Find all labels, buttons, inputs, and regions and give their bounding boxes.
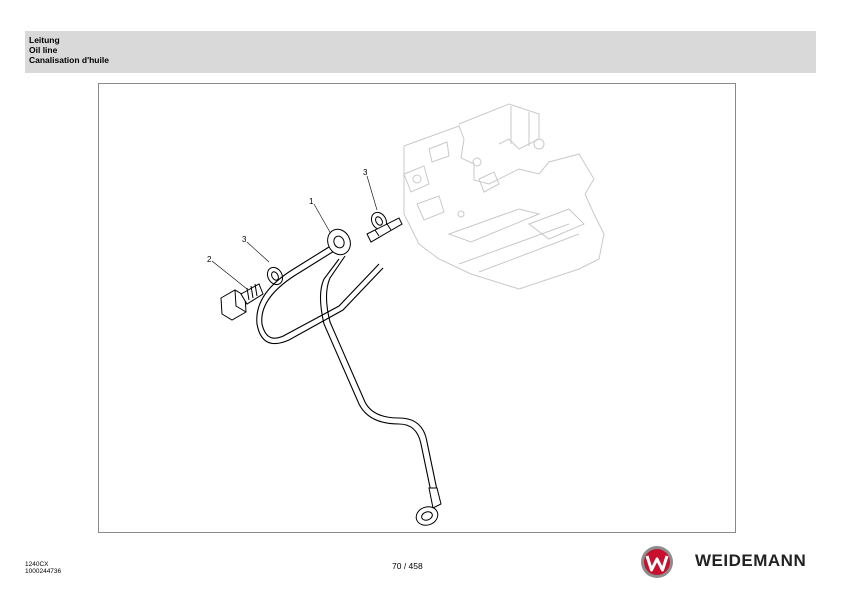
callout-3-right: 3 [363, 168, 368, 177]
banjo-bolt [220, 283, 264, 321]
document-number: 1000244736 [25, 568, 62, 575]
callout-1: 1 [309, 197, 314, 206]
banjo-fitting-top [327, 217, 403, 256]
oil-line-drawing: 1 2 3 3 [207, 103, 605, 526]
weidemann-logo-icon [640, 545, 674, 579]
parts-diagram-frame: 1 2 3 3 [98, 83, 736, 533]
title-french: Canalisation d'huile [29, 55, 109, 65]
callout-2: 2 [207, 255, 212, 264]
page-number: 70 / 458 [392, 561, 423, 571]
brand-name: WEIDEMANN [695, 551, 807, 570]
callout-3-left: 3 [242, 235, 247, 244]
engine-housing-ghost [403, 103, 605, 290]
document-header: Leitung Oil line Canalisation d'huile [25, 31, 816, 73]
banjo-fitting-bottom [415, 487, 442, 526]
model-number: 1240CX [25, 561, 49, 568]
oil-line-pipe [256, 241, 438, 493]
title-english: Oil line [29, 45, 58, 55]
title-german: Leitung [29, 35, 60, 45]
